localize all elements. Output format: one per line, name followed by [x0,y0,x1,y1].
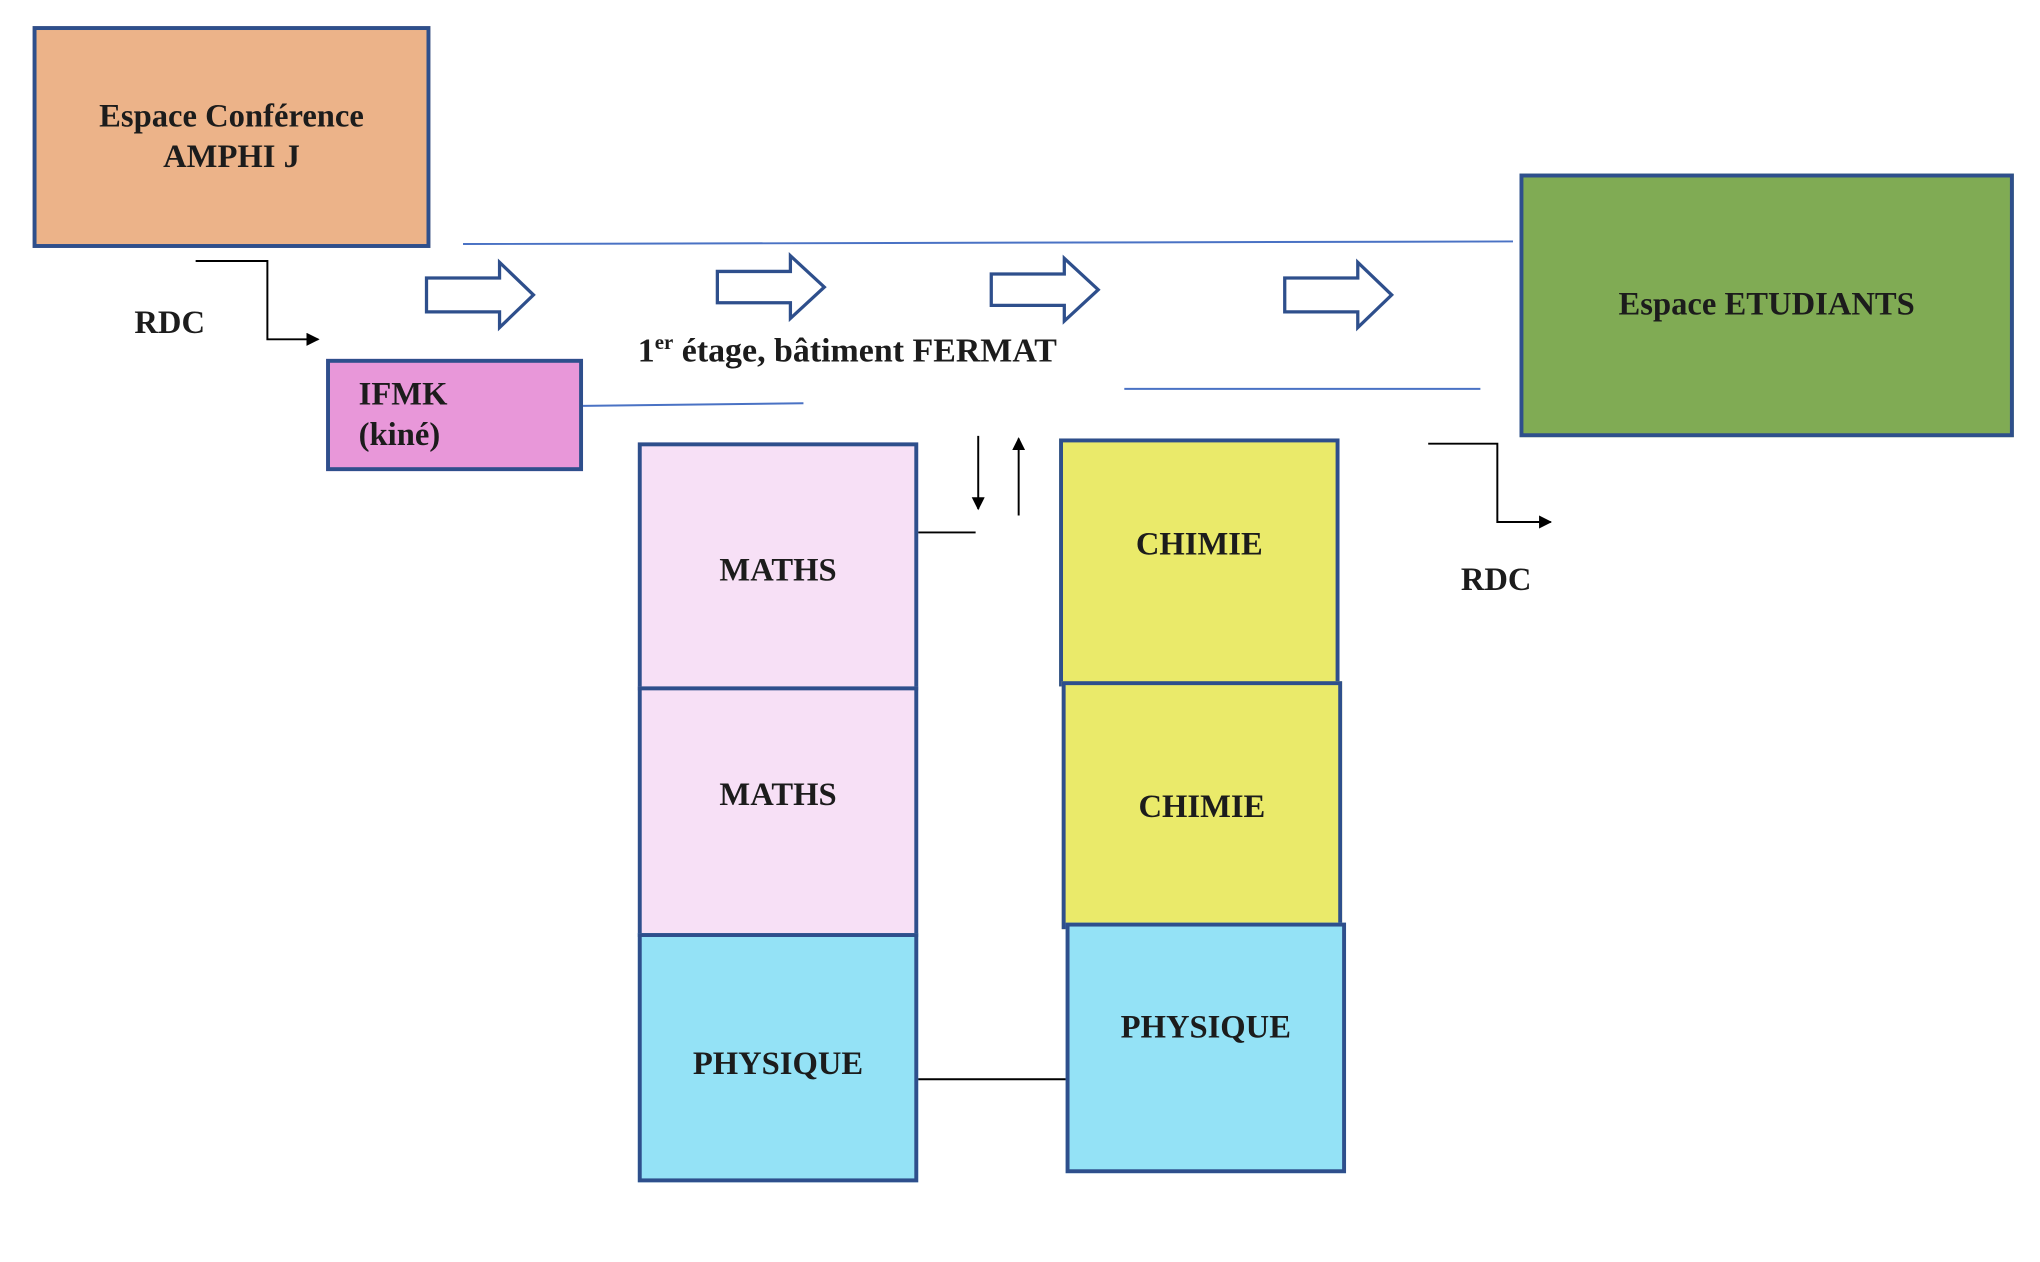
physique-left-box: PHYSIQUE [637,933,919,1183]
floor-text: étage, bâtiment FERMAT [673,331,1057,370]
rdc-right-label: RDC [1460,562,1532,598]
maths-bottom-label: MATHS [719,777,837,814]
maths-top-box: MATHS [637,442,919,691]
direction-arrow-2 [715,252,827,323]
physique-right-box: PHYSIQUE [1065,922,1347,1174]
rdc-right-connector [1428,442,1553,529]
direction-arrow-1 [424,258,536,332]
chimie-top-label: CHIMIE [1135,527,1263,563]
corridor-line-top [463,240,1513,246]
direction-arrow-3 [989,254,1101,325]
conference-line1: Espace Conférence [99,98,364,135]
conference-label: Espace Conférence AMPHI J [99,96,364,178]
rdc-left-connector [195,260,320,346]
ifmk-label: IFMK (kiné) [359,374,448,456]
ifmk-line2: (kiné) [358,417,441,453]
conference-box: Espace Conférence AMPHI J [32,26,431,248]
floor-superscript: er [654,331,674,355]
corridor-line-ifmk [583,402,804,407]
conference-line2: AMPHI J [163,139,300,175]
ifmk-line1: IFMK [358,376,448,413]
ifmk-box: IFMK (kiné) [326,358,584,472]
rdc-left-label: RDC [134,305,205,341]
etudiants-label: Espace ETUDIANTS [1618,287,1915,323]
maths-top-label: MATHS [719,553,837,589]
chimie-bottom-label: CHIMIE [1138,789,1266,825]
floor-title: 1er étage, bâtiment FERMAT [638,331,1057,370]
maths-bottom-box: MATHS [637,686,919,937]
chimie-top-box: CHIMIE [1059,438,1340,687]
etudiants-box: Espace ETUDIANTS [1519,173,2014,438]
chimie-bottom-box: CHIMIE [1061,681,1343,930]
direction-arrow-4 [1283,258,1395,332]
physique-left-label: PHYSIQUE [692,1046,864,1082]
physique-right-label: PHYSIQUE [1120,1010,1291,1046]
floor-number: 1 [637,331,655,370]
